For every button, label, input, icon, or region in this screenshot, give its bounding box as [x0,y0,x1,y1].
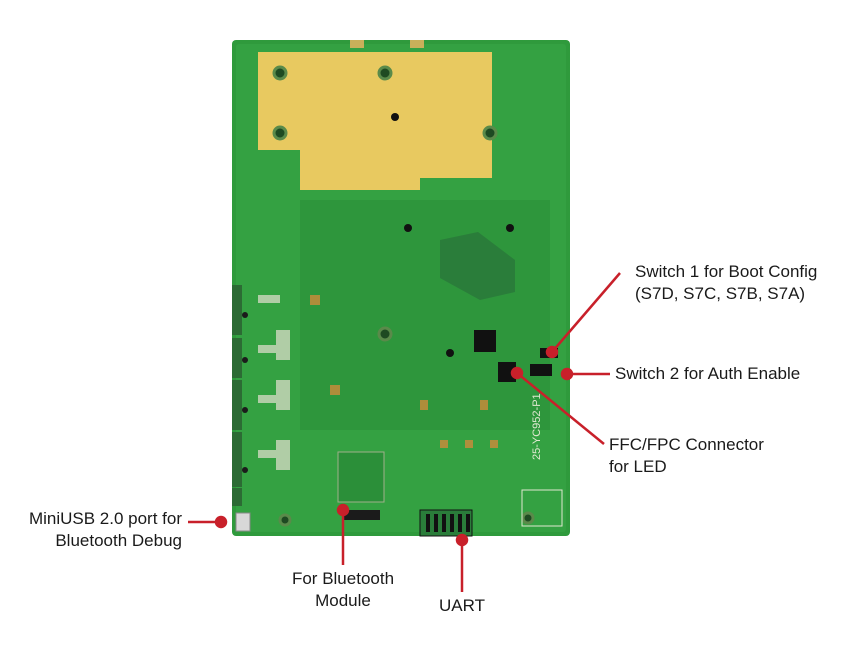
uart-label-line1: UART [439,596,485,615]
bluetooth-label-line1: For Bluetooth [291,569,395,588]
ffc-dot [510,366,524,380]
ffc-label-line1: FFC/FPC Connector [609,435,764,454]
bluetooth-label-line2: Module [315,591,371,610]
switch2-dot [560,367,574,381]
ffc-label-line2: for LED [609,457,667,476]
pcb-board: 25-YC952-P1 [232,40,570,537]
switch2-label-line1: Switch 2 for Auth Enable [615,364,801,383]
switch1-label-line1: Switch 1 for Boot Config [635,262,818,281]
switch2-label: Switch 2 for Auth Enable [615,363,800,385]
ffc-label: FFC/FPC Connector for LED [609,434,764,478]
copper-pour [258,52,492,190]
miniusb-label: MiniUSB 2.0 port for Bluetooth Debug [0,508,182,552]
miniusb-label-line2: Bluetooth Debug [55,531,182,550]
silkscreen-text: 25-YC952-P1 [531,393,543,460]
miniusb-port [235,512,251,532]
ffc-leader [516,372,605,445]
processor-area [440,232,515,300]
chip [474,330,496,352]
bluetooth-dot [336,503,350,517]
callout-lines [188,272,621,592]
ffc-connector [498,362,516,382]
miniusb-label-line1: MiniUSB 2.0 port for [28,509,182,528]
switch1-leader [551,272,621,353]
uart-label: UART [420,595,504,617]
bluetooth-label: For Bluetooth Module [270,568,416,612]
switch1-dot [545,345,559,359]
uart-dot [455,533,469,547]
switch1-label: Switch 1 for Boot Config (S7D, S7C, S7B,… [635,261,817,305]
miniusb-dot [214,515,228,529]
bluetooth-footprint [337,451,385,503]
switch-2 [530,364,552,376]
switch1-label-line2: (S7D, S7C, S7B, S7A) [635,284,806,303]
